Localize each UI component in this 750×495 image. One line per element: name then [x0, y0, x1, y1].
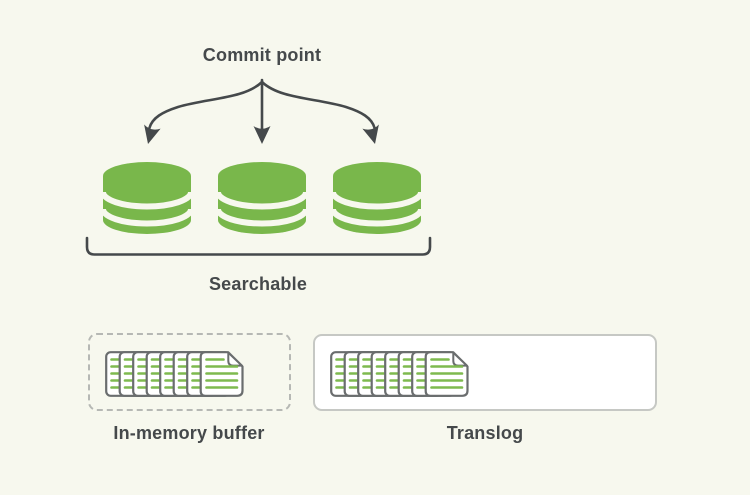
- searchable-bracket: [85, 236, 432, 256]
- translog-box: [313, 334, 657, 411]
- segment-cylinder-2-icon: [218, 162, 306, 234]
- arrowhead-left-icon: [144, 124, 161, 144]
- in-memory-buffer-box: [88, 333, 291, 411]
- translog-label: Translog: [446, 423, 524, 443]
- segment-cylinder-1-icon: [103, 162, 191, 234]
- searchable-label: Searchable: [208, 274, 308, 294]
- arrowheads: [144, 124, 379, 144]
- arrowhead-center-icon: [253, 126, 271, 144]
- commit-point-arrows: [147, 78, 377, 132]
- segment-cylinder-3-icon: [333, 162, 421, 234]
- arrow-right-line: [260, 80, 377, 132]
- commit-point-label: Commit point: [202, 45, 322, 65]
- arrow-left-line: [147, 80, 264, 132]
- in-memory-buffer-label: In-memory buffer: [113, 423, 265, 443]
- arrowhead-right-icon: [362, 124, 379, 144]
